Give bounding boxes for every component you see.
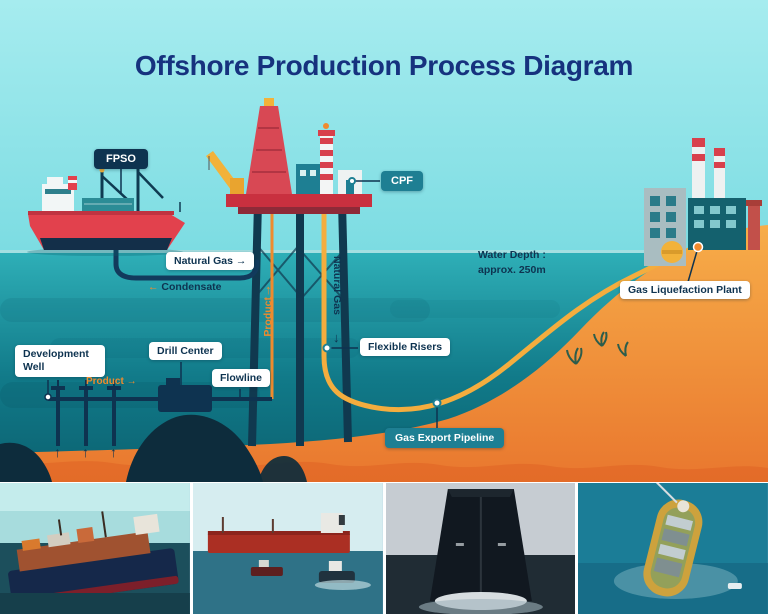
arrow-down-icon: ↓	[333, 330, 340, 345]
flowline-label: Flowline	[212, 369, 270, 387]
cpf-platform-legs	[248, 201, 352, 447]
fpso-badge: FPSO	[94, 149, 148, 169]
label-connectors	[47, 169, 698, 428]
arrow-up-icon: ↑	[265, 282, 272, 297]
arrow-left-icon: ←	[148, 281, 159, 293]
gas-liquefaction-plant-illustration	[644, 138, 762, 266]
gas-liquefaction-plant-label: Gas Liquefaction Plant	[620, 281, 750, 299]
water-depth-line1: Water Depth :	[478, 249, 546, 261]
product-riser-label: Product	[262, 297, 274, 337]
arrow-right-icon: →	[235, 255, 247, 267]
arrow-right-icon: →	[126, 376, 137, 387]
cpf-badge: CPF	[381, 171, 423, 191]
natural-gas-flow-label: Natural Gas →	[166, 252, 255, 270]
photo-fpso-aerial	[578, 483, 768, 614]
drill-center-label: Drill Center	[149, 342, 222, 360]
fpso-ship-illustration	[27, 163, 185, 256]
drill-center-structure	[158, 385, 212, 412]
photo-tanker-with-tug	[192, 483, 383, 614]
flexible-risers-label: Flexible Risers	[360, 338, 451, 356]
development-well-label: Development Well	[15, 345, 105, 378]
arrow-up-icon: ↑	[110, 444, 117, 460]
page-title: Offshore Production Process Diagram	[134, 50, 634, 81]
seabed	[0, 225, 768, 482]
water-depth-label: Water Depth : approx. 250m	[478, 248, 546, 277]
photo-tanker-bow	[385, 483, 576, 614]
product-flow-text: Product	[86, 376, 124, 387]
seabed-rocks	[0, 414, 307, 482]
leg-braces	[255, 243, 345, 301]
natural-gas-flow-text: Natural Gas	[174, 255, 233, 267]
gas-export-pipeline-line	[321, 203, 701, 413]
connector-dots	[44, 177, 704, 408]
water-depth-line2: approx. 250m	[478, 263, 546, 276]
wellheads	[51, 380, 121, 446]
gas-export-pipeline-badge: Gas Export Pipeline	[385, 428, 505, 448]
photo-strip	[0, 483, 768, 614]
flowlines-and-wells	[48, 378, 272, 446]
cpf-platform-illustration	[206, 98, 372, 214]
fpso-offloading-pipe	[113, 243, 260, 281]
arrow-up-icon: ↑	[54, 444, 61, 460]
fpso-aerial-image	[578, 483, 768, 614]
tanker-bow-image	[385, 483, 576, 614]
photo-fpso-moored	[0, 483, 190, 614]
fpso-moored-image	[0, 483, 190, 614]
condensate-text: Condensate	[161, 281, 222, 293]
seaweed	[566, 331, 629, 365]
natural-gas-riser-label: Natural Gas	[331, 256, 343, 315]
condensate-label: ← Condensate	[148, 281, 222, 293]
tanker-with-tug-image	[192, 483, 383, 614]
product-flow-label: Product →	[86, 376, 137, 387]
arrow-up-icon: ↑	[82, 444, 89, 460]
